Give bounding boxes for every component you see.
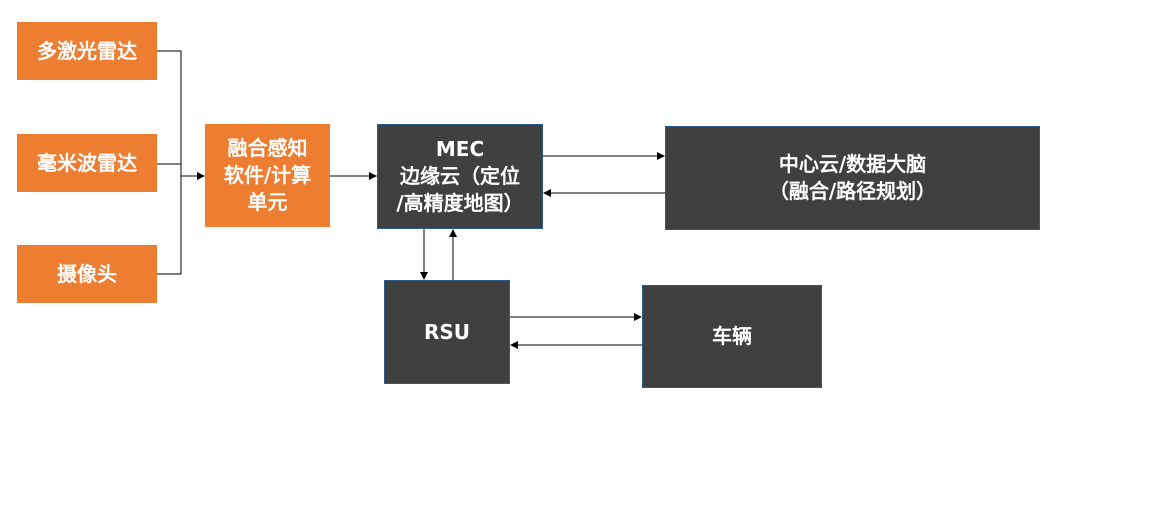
node-cloud-label: 中心云/数据大脑 （融合/路径规划） [768, 152, 937, 203]
node-camera-label: 摄像头 [57, 261, 117, 286]
node-radar-label: 毫米波雷达 [37, 150, 137, 175]
node-lidar: 多激光雷达 [17, 22, 157, 80]
connector-lidar-bracket [157, 50, 182, 275]
node-vehicle: 车辆 [642, 285, 822, 388]
node-mec-label: MEC 边缘云（定位 /高精度地图） [396, 137, 524, 215]
node-rsu: RSU [384, 280, 510, 384]
node-lidar-label: 多激光雷达 [37, 38, 137, 63]
node-radar: 毫米波雷达 [17, 134, 157, 192]
node-fusion: 融合感知 软件/计算 单元 [205, 124, 330, 227]
node-camera: 摄像头 [17, 245, 157, 303]
node-cloud: 中心云/数据大脑 （融合/路径规划） [665, 126, 1040, 230]
node-vehicle-label: 车辆 [712, 324, 752, 348]
node-mec: MEC 边缘云（定位 /高精度地图） [377, 124, 543, 229]
node-rsu-label: RSU [423, 319, 471, 344]
node-fusion-label: 融合感知 软件/计算 单元 [223, 136, 312, 214]
